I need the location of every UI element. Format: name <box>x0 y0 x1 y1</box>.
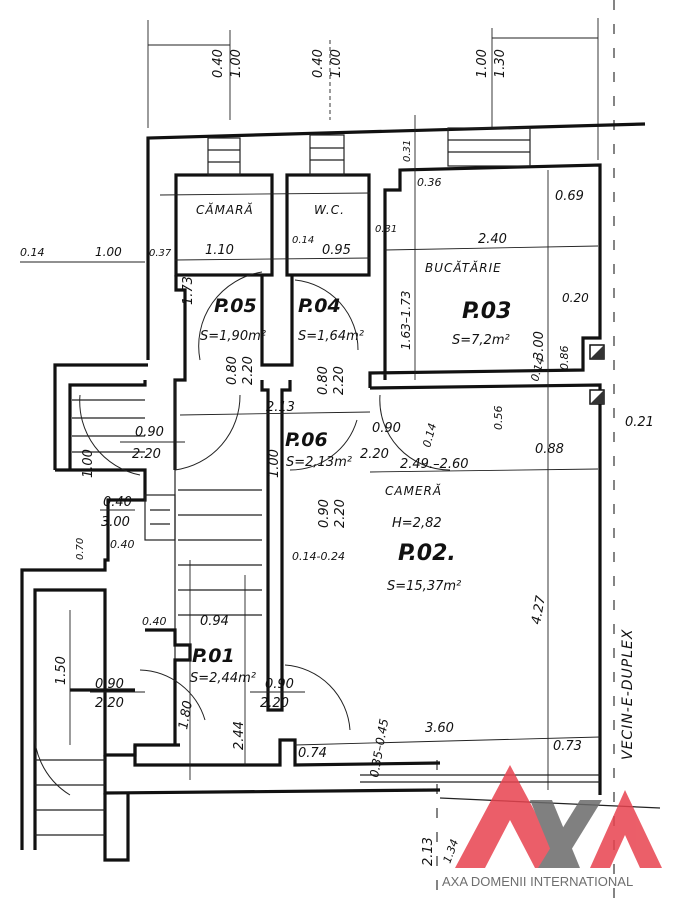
dim-label: 0.14-0.24 <box>292 550 345 563</box>
door-width: 0.90 <box>372 421 401 436</box>
dim-label: 1.63–1.73 <box>399 291 413 350</box>
door-height: 2.20 <box>241 356 256 385</box>
dim-label: 0.95 <box>322 243 351 258</box>
dim-label: 2.44 <box>232 721 247 750</box>
dim-label: 0.36 <box>417 176 442 189</box>
room-p02-area: S=15,37m² <box>387 579 461 594</box>
room-p06-area: S=2,13m² <box>286 455 352 470</box>
window-2-height: 1.00 <box>329 49 344 78</box>
dim-label: 0.37 <box>149 248 172 259</box>
dim-label: 2.49.–2.60 <box>400 457 469 472</box>
window-width: 0.40 <box>103 495 132 510</box>
dim-label: 0.74 <box>298 746 327 761</box>
door-width: 0.80 <box>316 366 331 395</box>
window-3-width: 1.00 <box>475 49 490 78</box>
dim-label: 2.13 <box>421 837 436 866</box>
door-swings <box>33 271 451 796</box>
door-width: 0.90 <box>135 425 164 440</box>
door-width: 0.90 <box>265 677 294 692</box>
door-width: 0.80 <box>225 356 240 385</box>
room-labels: CĂMARĂ W.C. P.05 S=1,90m² P.04 S=1,64m² … <box>190 202 636 760</box>
door-height: 2.20 <box>260 696 289 711</box>
dim-label: 0.56 <box>492 406 505 431</box>
dim-label: 1.00 <box>267 449 282 478</box>
room-p06-code: P.06 <box>285 429 328 451</box>
window-height: 3.00 <box>101 515 130 530</box>
stairs <box>35 399 661 836</box>
dim-label: 3.00 <box>532 331 547 360</box>
dim-label: 2.40 <box>478 232 507 247</box>
dim-label: 0.69 <box>555 189 584 204</box>
dim-label: 1.80 <box>176 700 196 731</box>
door-height: 2.20 <box>360 447 389 462</box>
watermark-text: AXA DOMENII INTERNATIONAL <box>442 874 633 889</box>
door-height: 2.20 <box>95 696 124 711</box>
dim-label: 2.13 <box>266 400 295 415</box>
window-2-width: 0.40 <box>311 49 326 78</box>
dim-label: 1.00 <box>95 245 122 259</box>
dimension-lines <box>20 115 601 790</box>
axa-logo: AXA DOMENII INTERNATIONAL <box>442 765 662 889</box>
dim-label: 0.40 <box>110 538 135 551</box>
window-1-height: 1.00 <box>229 49 244 78</box>
room-p05-name: CĂMARĂ <box>196 202 254 217</box>
dim-label: 0.86 <box>558 346 571 371</box>
dim-label: 1.50 <box>54 656 69 685</box>
room-p04-code: P.04 <box>298 295 341 317</box>
dim-label: 3.60 <box>425 721 454 736</box>
room-p04-name: W.C. <box>314 203 345 217</box>
dim-label: 1.34 <box>441 838 462 865</box>
neighbor-label: VECIN-E-DUPLEX <box>620 629 636 760</box>
room-p03-area: S=7,2m² <box>452 333 510 348</box>
room-p02-height: H=2,82 <box>392 516 442 531</box>
room-p01-area: S=2,44m² <box>190 671 256 686</box>
door-width: 0.90 <box>95 677 124 692</box>
dim-label: 0.14 <box>420 422 439 449</box>
dim-label: 0.14 <box>20 246 45 259</box>
dim-label: 0.14 <box>528 356 547 383</box>
dim-label: 4.27 <box>529 594 549 626</box>
dim-label: 0.31 <box>402 140 413 162</box>
vent-icons <box>589 344 605 405</box>
axis-lines <box>436 0 615 900</box>
dim-label: 0.31 <box>375 224 397 235</box>
dim-label: 0.35–0.45 <box>367 718 391 779</box>
dim-label: 0.14 <box>292 235 314 246</box>
dim-label: 0.94 <box>200 614 229 629</box>
room-p02-name: CAMERĂ <box>385 483 442 498</box>
room-p04-area: S=1,64m² <box>298 329 364 344</box>
dim-label: 1.00 <box>81 449 96 478</box>
room-p03-name: BUCĂTĂRIE <box>425 260 502 275</box>
room-p02-code: P.02. <box>398 541 456 566</box>
top-dimension-lines <box>147 18 599 160</box>
door-height: 2.20 <box>332 366 347 395</box>
room-p05-area: S=1,90m² <box>200 329 266 344</box>
dim-label: 0.73 <box>553 739 582 754</box>
room-p05-code: P.05 <box>214 295 257 317</box>
window-3-height: 1.30 <box>493 49 508 78</box>
room-p03-code: P.03 <box>462 299 511 324</box>
dim-label: 1.10 <box>205 243 234 258</box>
door-height: 2.20 <box>132 447 161 462</box>
window-1-width: 0.40 <box>211 49 226 78</box>
dim-label: 0.40 <box>142 615 167 628</box>
dim-label: 0.88 <box>535 442 564 457</box>
dim-label: 0.70 <box>75 538 86 560</box>
walls <box>20 122 646 862</box>
door-height: 2.20 <box>333 499 348 528</box>
dim-label: 0.20 <box>562 291 589 305</box>
dim-label: 1.73 <box>181 276 196 305</box>
dim-label: 0.21 <box>625 415 654 430</box>
door-width: 0.90 <box>317 499 332 528</box>
room-p01-code: P.01 <box>192 645 235 667</box>
